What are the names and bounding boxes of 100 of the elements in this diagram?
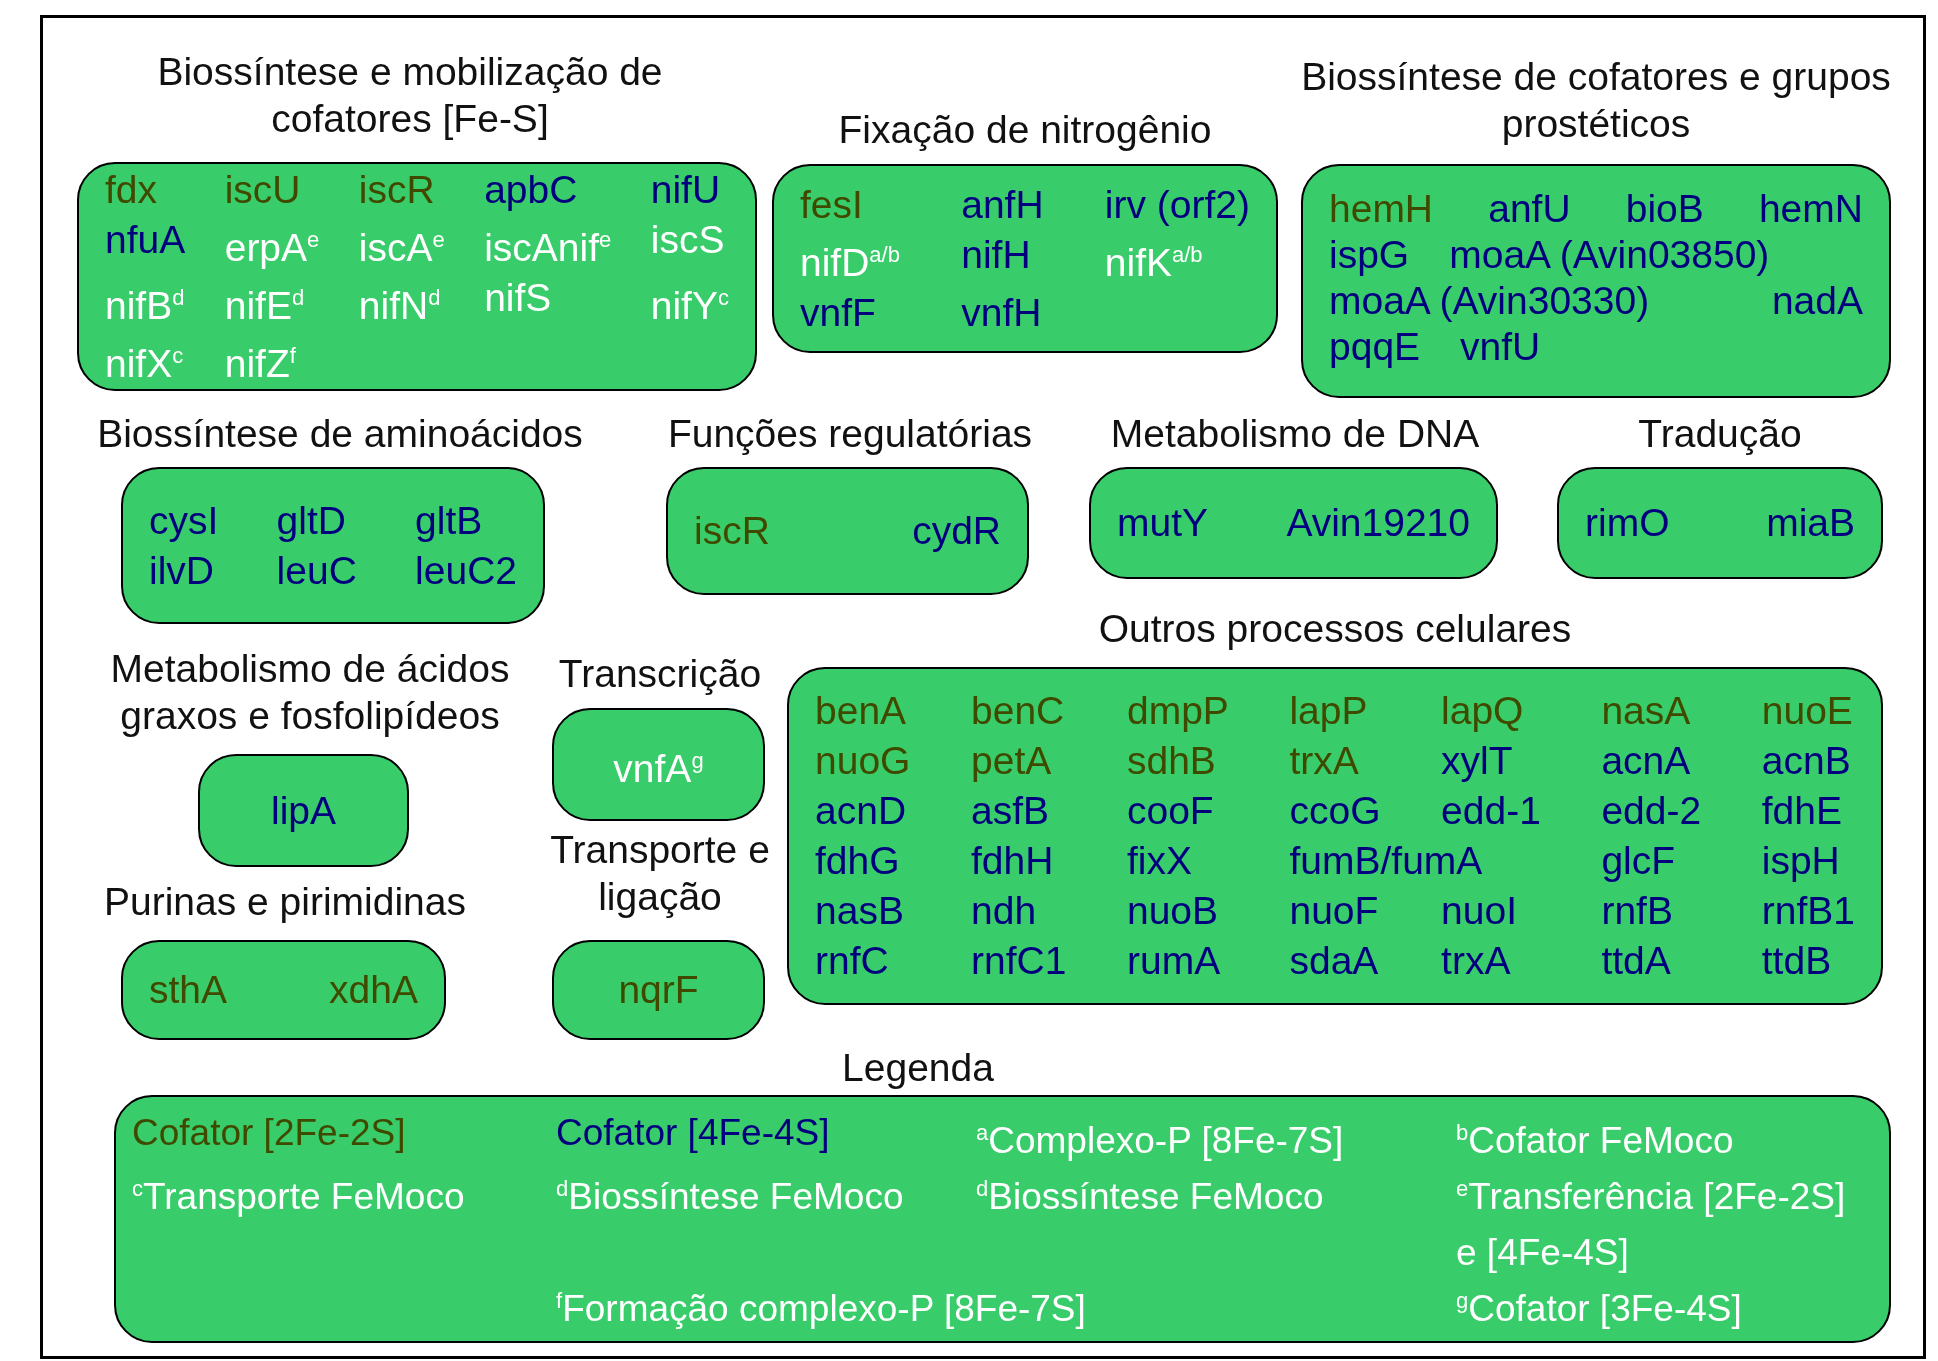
gene-name: acnA bbox=[1601, 738, 1692, 784]
gene-name: anfU bbox=[1488, 186, 1571, 232]
group-heading: Funções regulatórias bbox=[666, 411, 1034, 457]
gene-name: fesI bbox=[800, 181, 864, 228]
gene-name: edd-2 bbox=[1601, 788, 1702, 834]
gene-name: cooF bbox=[1126, 788, 1215, 834]
group-heading: Transcrição bbox=[557, 651, 763, 697]
gene-name: nqrF bbox=[618, 967, 699, 1013]
group-heading: Metabolismo de ácidos graxos e fosfolipídeos bbox=[109, 646, 511, 739]
gene-name: gltB bbox=[415, 497, 484, 544]
gene-name: vnfH bbox=[961, 289, 1043, 336]
legend-entry: Cofator [2Fe-2S] bbox=[132, 1111, 406, 1155]
gene-name: anfH bbox=[961, 181, 1044, 228]
gene-name: erpA$^{e}$ bbox=[224, 224, 320, 271]
gene-name: nifB$^{d}$ bbox=[105, 282, 186, 329]
gene-name: petA bbox=[971, 738, 1053, 784]
gene-name: xylT bbox=[1441, 738, 1514, 784]
gene-name: benC bbox=[971, 688, 1066, 734]
legend-entry: $^{b}$Cofator FeMoco bbox=[1456, 1119, 1734, 1164]
gene-name: edd-1 bbox=[1441, 788, 1541, 834]
gene-name: ilvD bbox=[149, 547, 215, 594]
gene-name: iscU bbox=[224, 166, 302, 213]
gene-name: fdx bbox=[105, 166, 159, 213]
legend-entry: $^{d}$Biossíntese FeMoco bbox=[556, 1175, 904, 1220]
gene-name: ttdA bbox=[1601, 938, 1672, 984]
legend-entry: $^{e}$Transferência [2Fe-2S] e [4Fe-4S] bbox=[1456, 1175, 1847, 1276]
gene-name: gltD bbox=[276, 497, 347, 544]
gene-name: rumA bbox=[1126, 938, 1222, 984]
gene-name: nifE$^{d}$ bbox=[224, 282, 306, 329]
legend-entry: $^{a}$Complexo-P [8Fe-7S] bbox=[976, 1119, 1344, 1164]
gene-name: moaA (Avin30330) bbox=[1329, 278, 1650, 324]
gene-name: fdhG bbox=[815, 838, 901, 884]
gene-name: mutY bbox=[1117, 500, 1209, 546]
gene-name: lapP bbox=[1289, 688, 1369, 734]
group-heading: Metabolismo de DNA bbox=[1109, 411, 1481, 457]
gene-name: bioB bbox=[1625, 186, 1704, 232]
gene-name: cysI bbox=[149, 497, 219, 544]
group-heading: Biossíntese e mobilização de cofatores [Fe-S] bbox=[156, 49, 664, 142]
gene-name: vnfU bbox=[1460, 324, 1541, 370]
gene-name: fdhE bbox=[1761, 788, 1843, 834]
gene-name: fdhH bbox=[971, 838, 1055, 884]
gene-name: iscAnif$^{e}$ bbox=[484, 224, 612, 271]
legend-entry: $^{c}$Transporte FeMoco bbox=[132, 1175, 465, 1220]
gene-name: trxA bbox=[1289, 738, 1360, 784]
gene-name: glcF bbox=[1601, 838, 1677, 884]
gene-name: sdhB bbox=[1126, 738, 1217, 784]
legend-entry: $^{g}$Cofator [3Fe-4S] bbox=[1456, 1287, 1742, 1332]
gene-name: nfuA bbox=[105, 216, 186, 263]
gene-name: nifK$^{a/b}$ bbox=[1104, 239, 1204, 286]
gene-name: pqqE bbox=[1329, 324, 1421, 370]
gene-name: ccoG bbox=[1289, 788, 1381, 834]
gene-name: nifH bbox=[961, 231, 1032, 278]
gene-name: leuC2 bbox=[415, 547, 517, 594]
gene-name: acnB bbox=[1761, 738, 1852, 784]
legend-title: Legenda bbox=[841, 1046, 995, 1090]
gene-name: nasA bbox=[1601, 688, 1692, 734]
gene-name: cydR bbox=[912, 508, 1001, 554]
gene-name: nifY$^{c}$ bbox=[650, 282, 729, 329]
gene-name: lipA bbox=[270, 787, 336, 834]
gene-name: lapQ bbox=[1441, 688, 1525, 734]
group-heading: Outros processos celulares bbox=[1097, 606, 1573, 652]
gene-name: hemH bbox=[1329, 186, 1434, 232]
group-heading: Biossíntese de aminoácidos bbox=[96, 411, 584, 457]
gene-name: nifU bbox=[650, 166, 722, 213]
gene-name: sthA bbox=[149, 967, 228, 1013]
gene-name: rimO bbox=[1585, 500, 1670, 546]
gene-name: fumB/fumA bbox=[1289, 838, 1484, 884]
group-heading: Fixação de nitrogênio bbox=[837, 107, 1213, 153]
gene-name: trxA bbox=[1441, 938, 1512, 984]
gene-name: nifD$^{a/b}$ bbox=[800, 239, 900, 286]
gene-name: irv (orf2) bbox=[1104, 181, 1250, 228]
group-heading: Transporte e ligação bbox=[549, 827, 771, 920]
gene-name: iscA$^{e}$ bbox=[358, 224, 445, 271]
gene-name: nifZ$^{f}$ bbox=[224, 340, 297, 387]
gene-name: xdhA bbox=[329, 967, 418, 1013]
gene-name: nuoG bbox=[815, 738, 911, 784]
gene-name: hemN bbox=[1758, 186, 1863, 232]
gene-name: moaA (Avin03850) bbox=[1449, 232, 1770, 278]
gene-name: nadA bbox=[1771, 278, 1863, 324]
gene-name: nifX$^{c}$ bbox=[105, 340, 185, 387]
gene-name: nuoE bbox=[1761, 688, 1854, 734]
gene-name: vnfA$^{g}$ bbox=[613, 745, 704, 792]
gene-name: nuoB bbox=[1126, 888, 1220, 934]
gene-name: rnfC1 bbox=[971, 938, 1067, 984]
legend-entry: $^{d}$Biossíntese FeMoco bbox=[976, 1175, 1324, 1220]
gene-name: nifN$^{d}$ bbox=[358, 282, 442, 329]
gene-name: apbC bbox=[484, 166, 579, 213]
gene-name: vnfF bbox=[800, 289, 877, 336]
group-heading: Purinas e pirimidinas bbox=[103, 879, 467, 925]
gene-name: nifS bbox=[484, 274, 553, 321]
gene-name: nuoF bbox=[1289, 888, 1380, 934]
gene-name: asfB bbox=[971, 788, 1051, 834]
gene-name: ttdB bbox=[1761, 938, 1833, 984]
gene-name: iscR bbox=[694, 508, 770, 554]
gene-name: dmpP bbox=[1126, 688, 1229, 734]
gene-name: rnfB1 bbox=[1761, 888, 1855, 934]
gene-name: benA bbox=[815, 688, 908, 734]
gene-name: miaB bbox=[1766, 500, 1855, 546]
legend-entry: $^{f}$Formação complexo-P [8Fe-7S] bbox=[556, 1287, 1086, 1332]
gene-name: nasB bbox=[815, 888, 905, 934]
